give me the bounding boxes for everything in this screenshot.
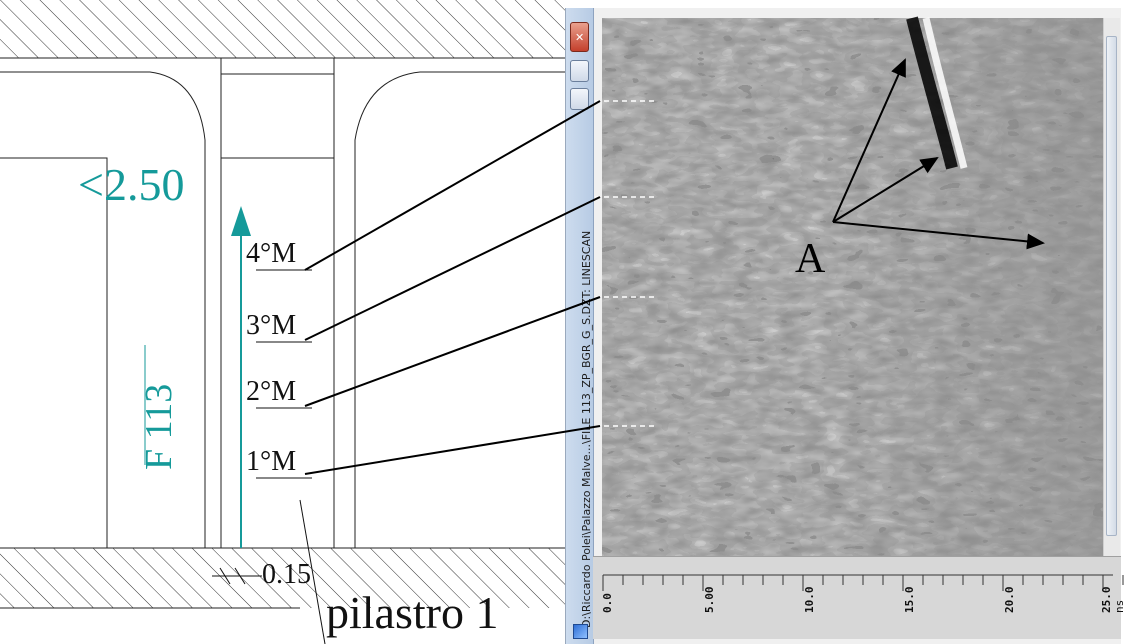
radargram-image[interactable]: [602, 16, 1103, 556]
floor-label-3: 3°M: [246, 310, 297, 341]
annotation-label-a: A: [795, 236, 826, 282]
floor-label-4: 4°M: [246, 238, 297, 269]
time-axis-ticks: [602, 574, 1124, 591]
close-button[interactable]: ✕: [570, 22, 589, 52]
dimension-label: 0.15: [262, 559, 311, 590]
time-axis-ruler: 0.0 5.00 10.0 15.0 20.0 25.0 ns: [593, 556, 1126, 639]
floor-label-2: 2°M: [246, 376, 297, 407]
drawing-linework: [0, 0, 570, 644]
minimize-button[interactable]: [570, 88, 589, 110]
wall-hatch-bottom: [0, 548, 570, 608]
wall-hatch-top: [0, 0, 570, 58]
vertical-scrollbar[interactable]: [1103, 18, 1120, 556]
app-icon: [573, 624, 588, 639]
pier-label: pilastro 1: [326, 587, 499, 638]
scrollbar-thumb[interactable]: [1106, 36, 1117, 536]
radargram-render: [602, 16, 1103, 556]
level-label: <2.50: [78, 159, 185, 210]
floor-label-1: 1°M: [246, 446, 297, 477]
window-titlebar[interactable]: ✕ D:\Riccardo Polei\Palazzo Malve...\FIL…: [566, 8, 594, 644]
architectural-drawing: <2.50 F 113 4°M 3°M 2°M 1°M 0.15 pilastr…: [0, 0, 570, 644]
linescan-window[interactable]: ✕ D:\Riccardo Polei\Palazzo Malve...\FIL…: [565, 8, 1126, 644]
maximize-button[interactable]: [570, 60, 589, 82]
close-icon: ✕: [575, 31, 585, 44]
